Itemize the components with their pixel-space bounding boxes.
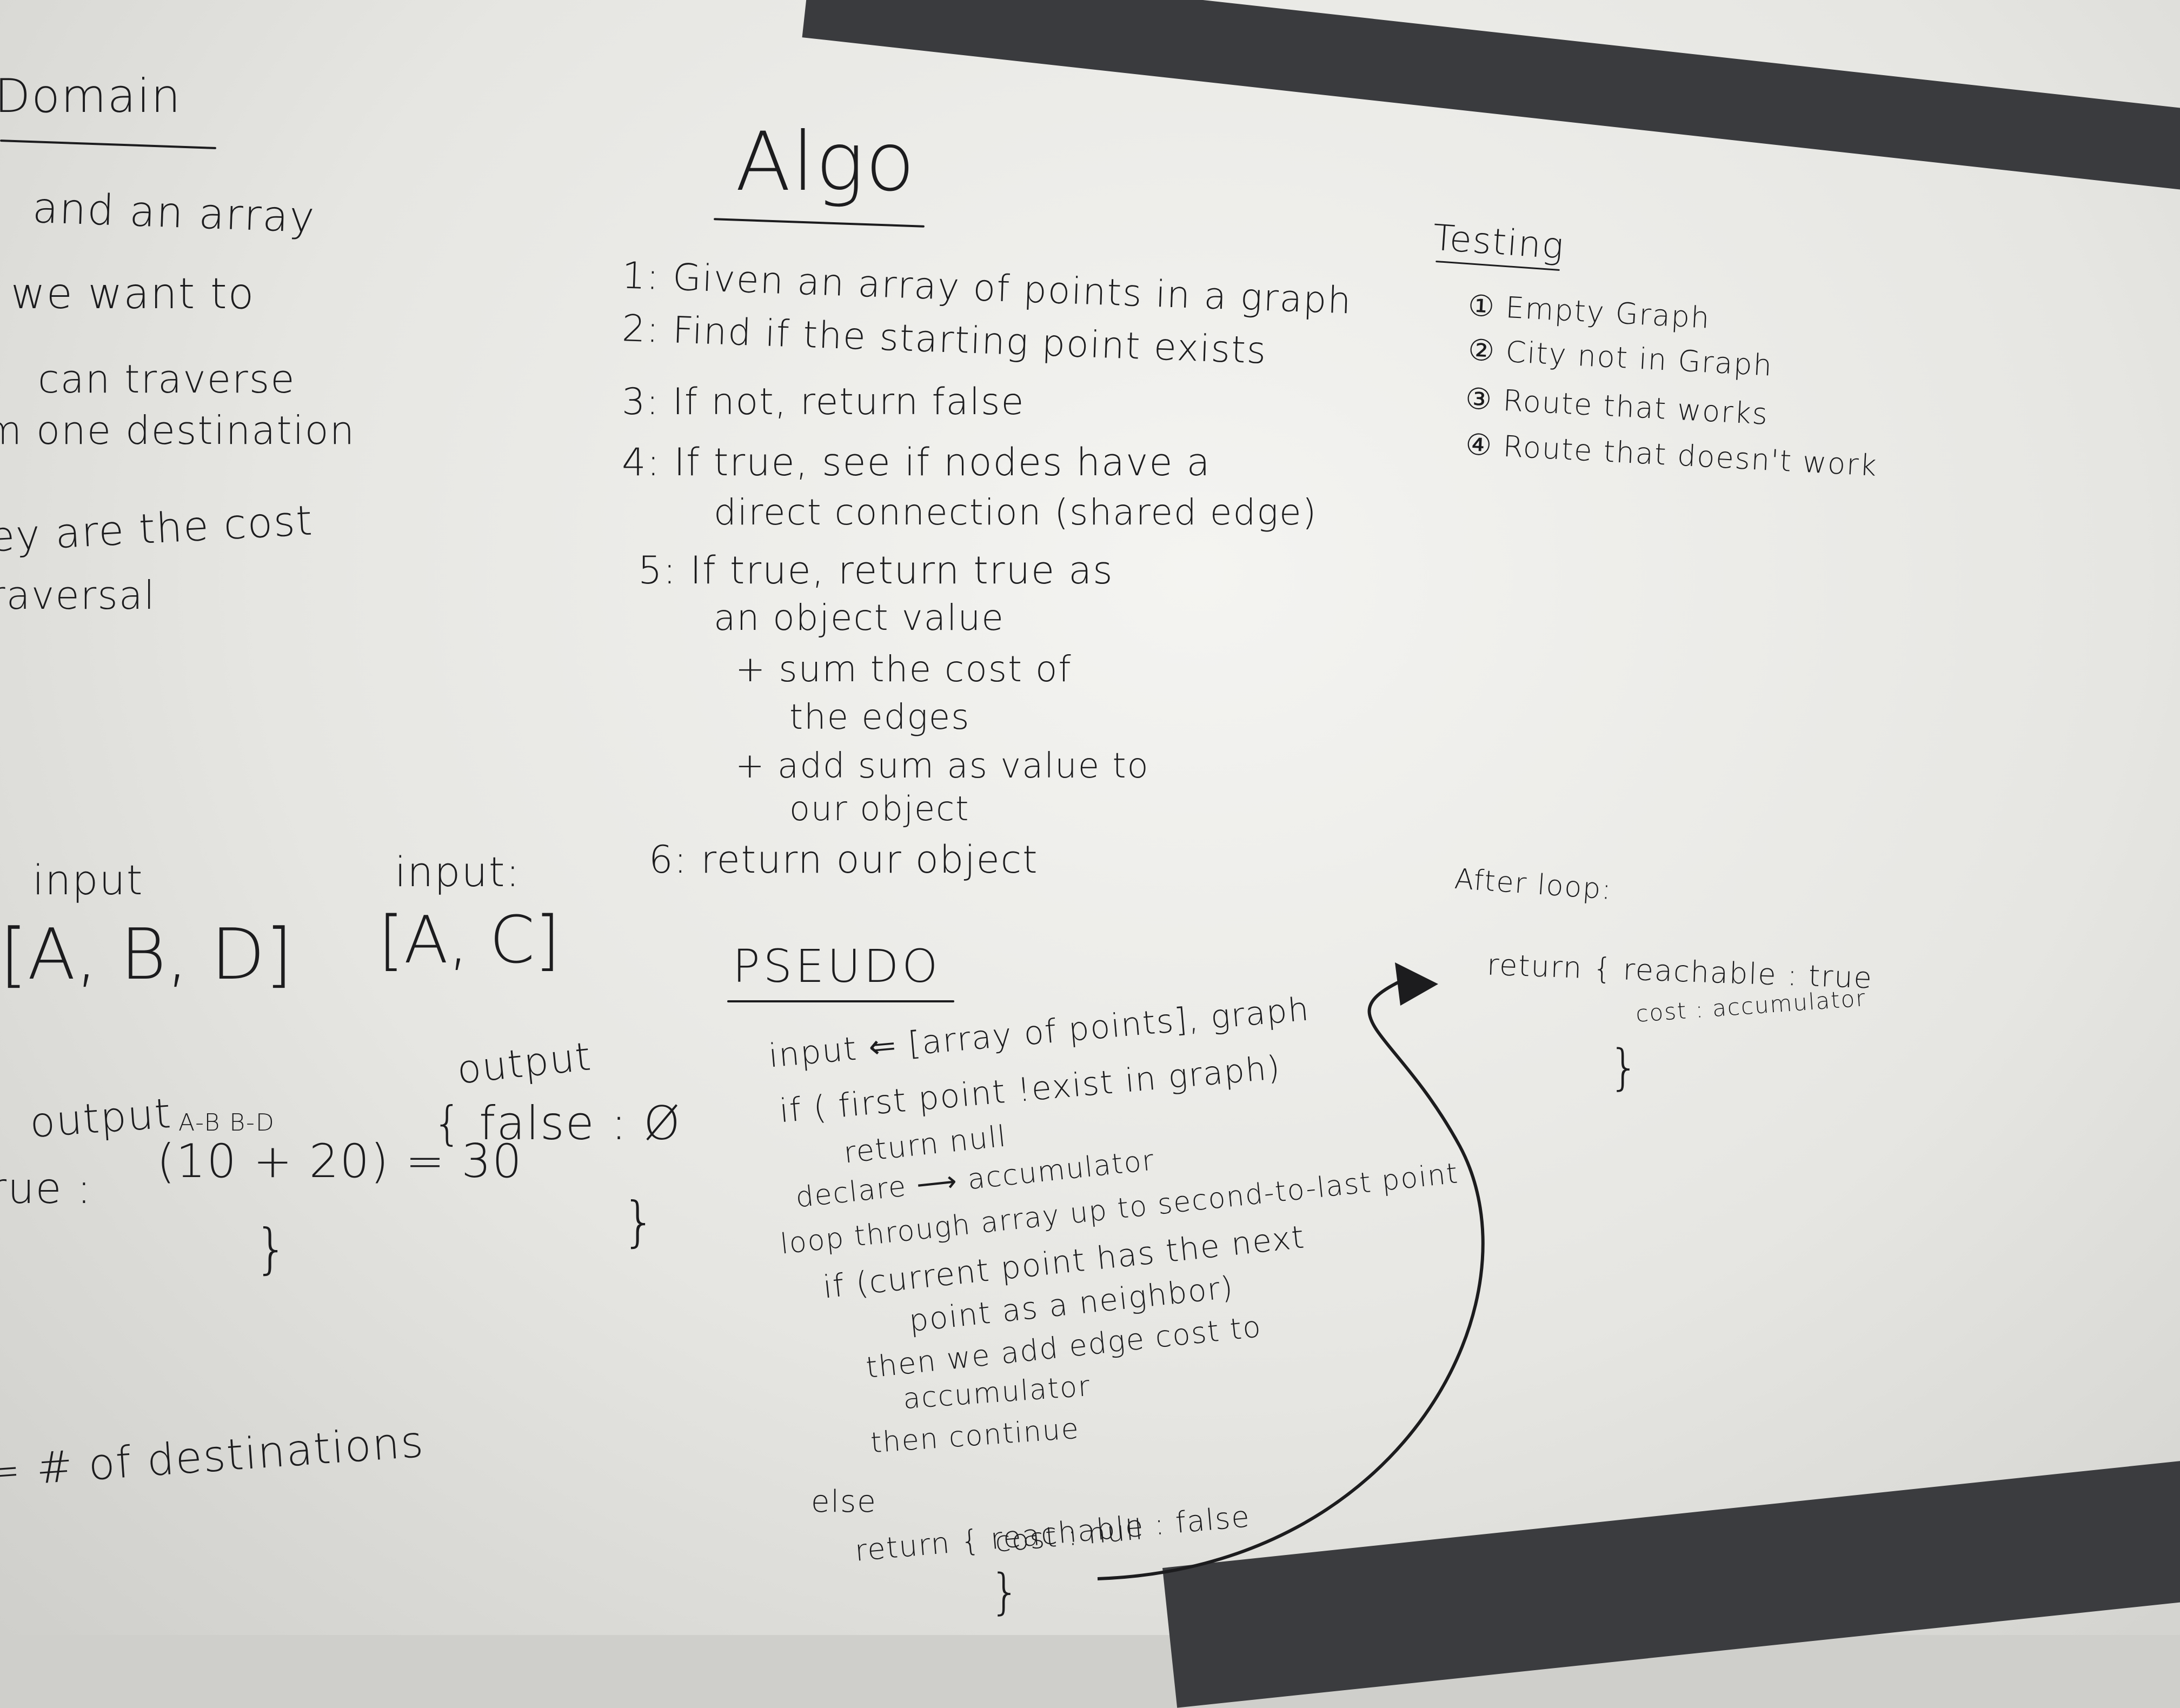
pseudo-heading: PSEUDO: [733, 940, 941, 993]
input-value-2: [A, C]: [378, 903, 560, 978]
domain-line-2: we want to: [11, 270, 255, 318]
domain-line-6: raversal: [0, 573, 156, 618]
arrowhead-icon: [1395, 962, 1438, 1006]
algo-heading: Algo: [735, 115, 916, 209]
input-value-1: [A, B, D]: [0, 913, 293, 995]
pseudo-else: else: [811, 1484, 877, 1519]
flow-arrow: [1097, 962, 1485, 1580]
algo-add-sum: + add sum as value to: [735, 746, 1149, 786]
input-label-2: input:: [395, 848, 521, 896]
input-label-1: input: [32, 856, 144, 904]
domain-heading: Domain: [0, 69, 182, 123]
output-close-2: }: [622, 1190, 657, 1253]
algo-step-5-cont: an object value: [714, 597, 1005, 639]
pseudo-underline: [727, 1000, 954, 1002]
domain-line-3: can traverse: [38, 356, 296, 402]
algo-step-4: 4: If true, see if nodes have a: [622, 440, 1211, 484]
output-prefix-1: rue :: [0, 1165, 92, 1213]
algo-sum-cost-cont: the edges: [789, 697, 971, 737]
algo-add-sum-cont: our object: [789, 789, 970, 828]
algo-step-4-cont: direct connection (shared edge): [714, 491, 1318, 533]
output-sum-1: (10 + 20) = 30: [157, 1134, 523, 1188]
pseudo-close-brace: }: [989, 1564, 1022, 1620]
algo-step-6: 6: return our object: [649, 838, 1039, 882]
domain-line-4: m one destination: [0, 408, 356, 453]
algo-step-3: 3: If not, return false: [622, 381, 1025, 423]
output-value-2: { false : Ø: [433, 1096, 681, 1151]
after-loop-close: }: [1609, 1039, 1641, 1096]
output-close-1: }: [254, 1217, 290, 1280]
output-edges-1: A-B B-D: [178, 1109, 275, 1137]
algo-step-5: 5: If true, return true as: [638, 548, 1114, 593]
algo-sum-cost: + sum the cost of: [735, 648, 1072, 690]
